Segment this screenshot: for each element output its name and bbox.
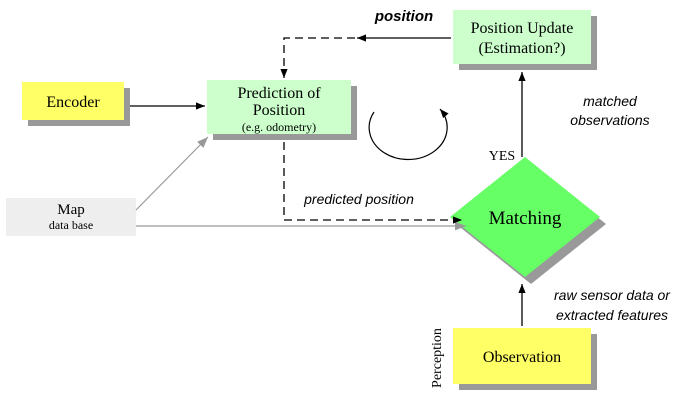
predicted-position-arrow [283, 142, 462, 224]
position-update-node: Position Update (Estimation?) [453, 10, 597, 70]
matched-observations-label-2: observations [570, 112, 649, 128]
encoder-label: Encoder [46, 94, 100, 111]
position-feedback-arrow [280, 37, 355, 78]
yes-label: YES [489, 149, 515, 164]
perception-label: Perception [430, 328, 445, 388]
map-to-prediction-arrow [135, 136, 209, 211]
raw-sensor-label-2: extracted features [556, 307, 668, 323]
raw-sensor-label-1: raw sensor data or [554, 287, 671, 303]
observation-label: Observation [483, 349, 561, 366]
observation-node: Observation [453, 328, 597, 390]
position-label: position [374, 8, 433, 25]
position-update-label-1: Position Update [471, 20, 574, 37]
position-update-box [453, 10, 591, 64]
matching-diamond [450, 157, 600, 277]
prediction-label-1: Prediction of [237, 85, 321, 102]
prediction-label-3: (e.g. odometry) [242, 120, 316, 134]
matching-node: Matching [450, 157, 606, 284]
observation-box [453, 328, 591, 384]
predicted-position-label: predicted position [303, 191, 414, 207]
prediction-node: Prediction of Position (e.g. odometry) [207, 80, 357, 140]
map-label-2: data base [49, 218, 93, 232]
map-box [6, 198, 136, 236]
position-update-label-2: (Estimation?) [478, 40, 565, 57]
cycle-arrow-icon [368, 108, 449, 161]
encoder-box [22, 82, 124, 120]
map-node: Map data base [6, 198, 136, 236]
map-label-1: Map [57, 202, 85, 218]
matched-observations-label-1: matched [583, 93, 638, 109]
matching-label: Matching [489, 208, 562, 229]
encoder-node: Encoder [22, 82, 130, 126]
prediction-box [207, 80, 351, 134]
prediction-label-2: Position [253, 102, 305, 119]
